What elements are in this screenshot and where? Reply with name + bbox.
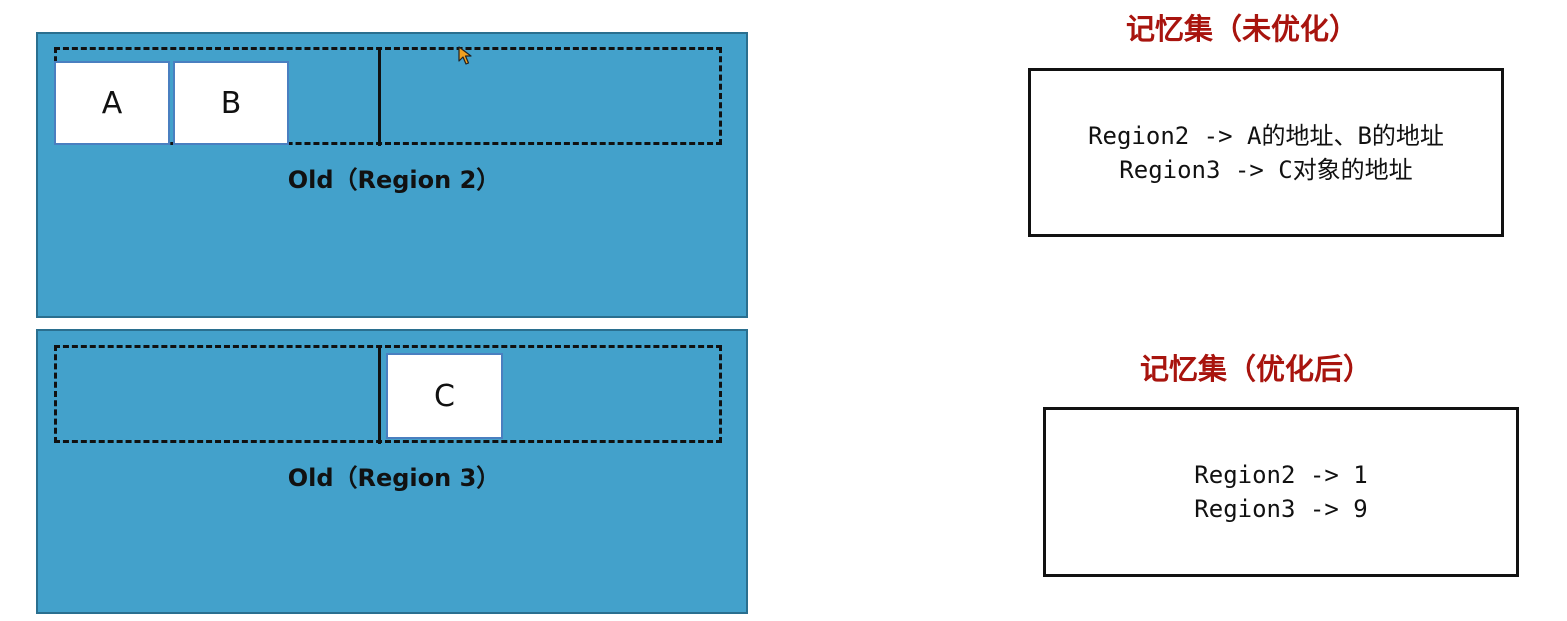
region-3-dashed-area [54,345,722,443]
region-2-label: Old（Region 2） [287,166,501,194]
mouse-pointer-icon [458,46,472,65]
region-3-label: Old（Region 3） [287,464,501,492]
object-c: C [386,353,503,439]
remembered-set-line: Region3 -> 9 [1194,495,1368,523]
object-b: B [173,61,289,145]
region-2-divider [378,48,381,146]
region-3-divider [378,346,381,444]
remembered-set-unoptimized-title: 记忆集（未优化） [1126,12,1359,46]
remembered-set-optimized-box: Region2 -> 1 Region3 -> 9 [1043,407,1519,577]
object-a: A [54,61,170,145]
remembered-set-line: Region3 -> C对象的地址 [1119,155,1413,184]
remembered-set-line: Region2 -> 1 [1194,461,1368,489]
remembered-set-line: Region2 -> A的地址、B的地址 [1088,121,1444,150]
region-2-panel: A B Old（Region 2） [36,32,748,318]
region-3-panel: C Old（Region 3） [36,329,748,614]
remembered-set-unoptimized-box: Region2 -> A的地址、B的地址 Region3 -> C对象的地址 [1028,68,1504,237]
remembered-set-optimized-title: 记忆集（优化后） [1140,352,1373,386]
